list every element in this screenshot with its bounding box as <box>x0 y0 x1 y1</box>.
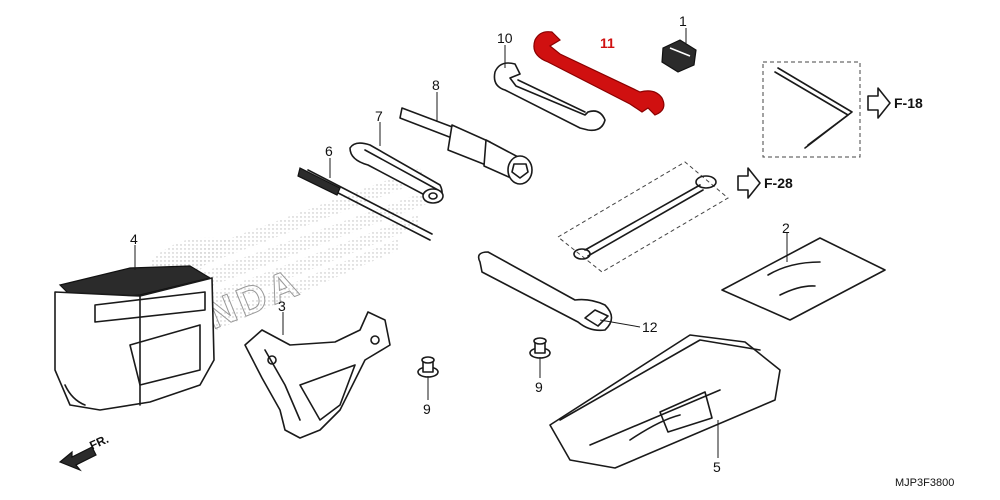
bolt-part-9a[interactable] <box>417 356 439 378</box>
front-direction-arrow: FR. <box>58 432 111 472</box>
reference-f28[interactable]: F-28 <box>764 175 793 191</box>
cover-part-4[interactable] <box>54 265 215 411</box>
bracket-part-3[interactable] <box>244 311 391 439</box>
clip-part-1[interactable] <box>661 39 697 73</box>
callout-labels: 1 2 3 4 5 6 7 8 9 9 10 11 12 F-18 F-28 M… <box>130 13 954 489</box>
callout-part-7[interactable]: 7 <box>375 108 383 124</box>
callout-part-4[interactable]: 4 <box>130 231 138 247</box>
bag-part-2[interactable] <box>721 237 886 321</box>
callout-part-1[interactable]: 1 <box>679 13 687 29</box>
handle-part-7[interactable] <box>349 142 444 204</box>
hex-key-box <box>762 61 861 158</box>
leader-lines <box>134 28 788 458</box>
tool-pouch-part-5[interactable] <box>549 334 781 469</box>
reference-f18[interactable]: F-18 <box>894 95 923 111</box>
callout-part-3[interactable]: 3 <box>278 298 286 314</box>
arrow-f18 <box>867 87 891 119</box>
screwdriver-part-6[interactable] <box>297 167 433 241</box>
callout-part-6[interactable]: 6 <box>325 143 333 159</box>
cable-box <box>557 161 729 273</box>
callout-part-9a[interactable]: 9 <box>423 401 431 417</box>
callout-part-5[interactable]: 5 <box>713 459 721 475</box>
callout-part-8[interactable]: 8 <box>432 77 440 93</box>
arrow-f28 <box>737 167 761 199</box>
callout-part-2[interactable]: 2 <box>782 220 790 236</box>
spark-plug-wrench-part-8[interactable] <box>399 107 533 185</box>
bolt-part-9b[interactable] <box>529 337 551 359</box>
diagram-code: MJP3F3800 <box>895 477 954 489</box>
direction-label: FR. <box>87 432 110 453</box>
callout-part-11[interactable]: 11 <box>600 35 615 51</box>
wrench-part-12[interactable] <box>477 251 613 332</box>
callout-part-10[interactable]: 10 <box>497 30 513 46</box>
callout-part-12[interactable]: 12 <box>642 319 658 335</box>
wrench-part-11-highlighted[interactable] <box>533 31 665 116</box>
wrench-part-10[interactable] <box>493 62 606 132</box>
callout-part-9b[interactable]: 9 <box>535 379 543 395</box>
